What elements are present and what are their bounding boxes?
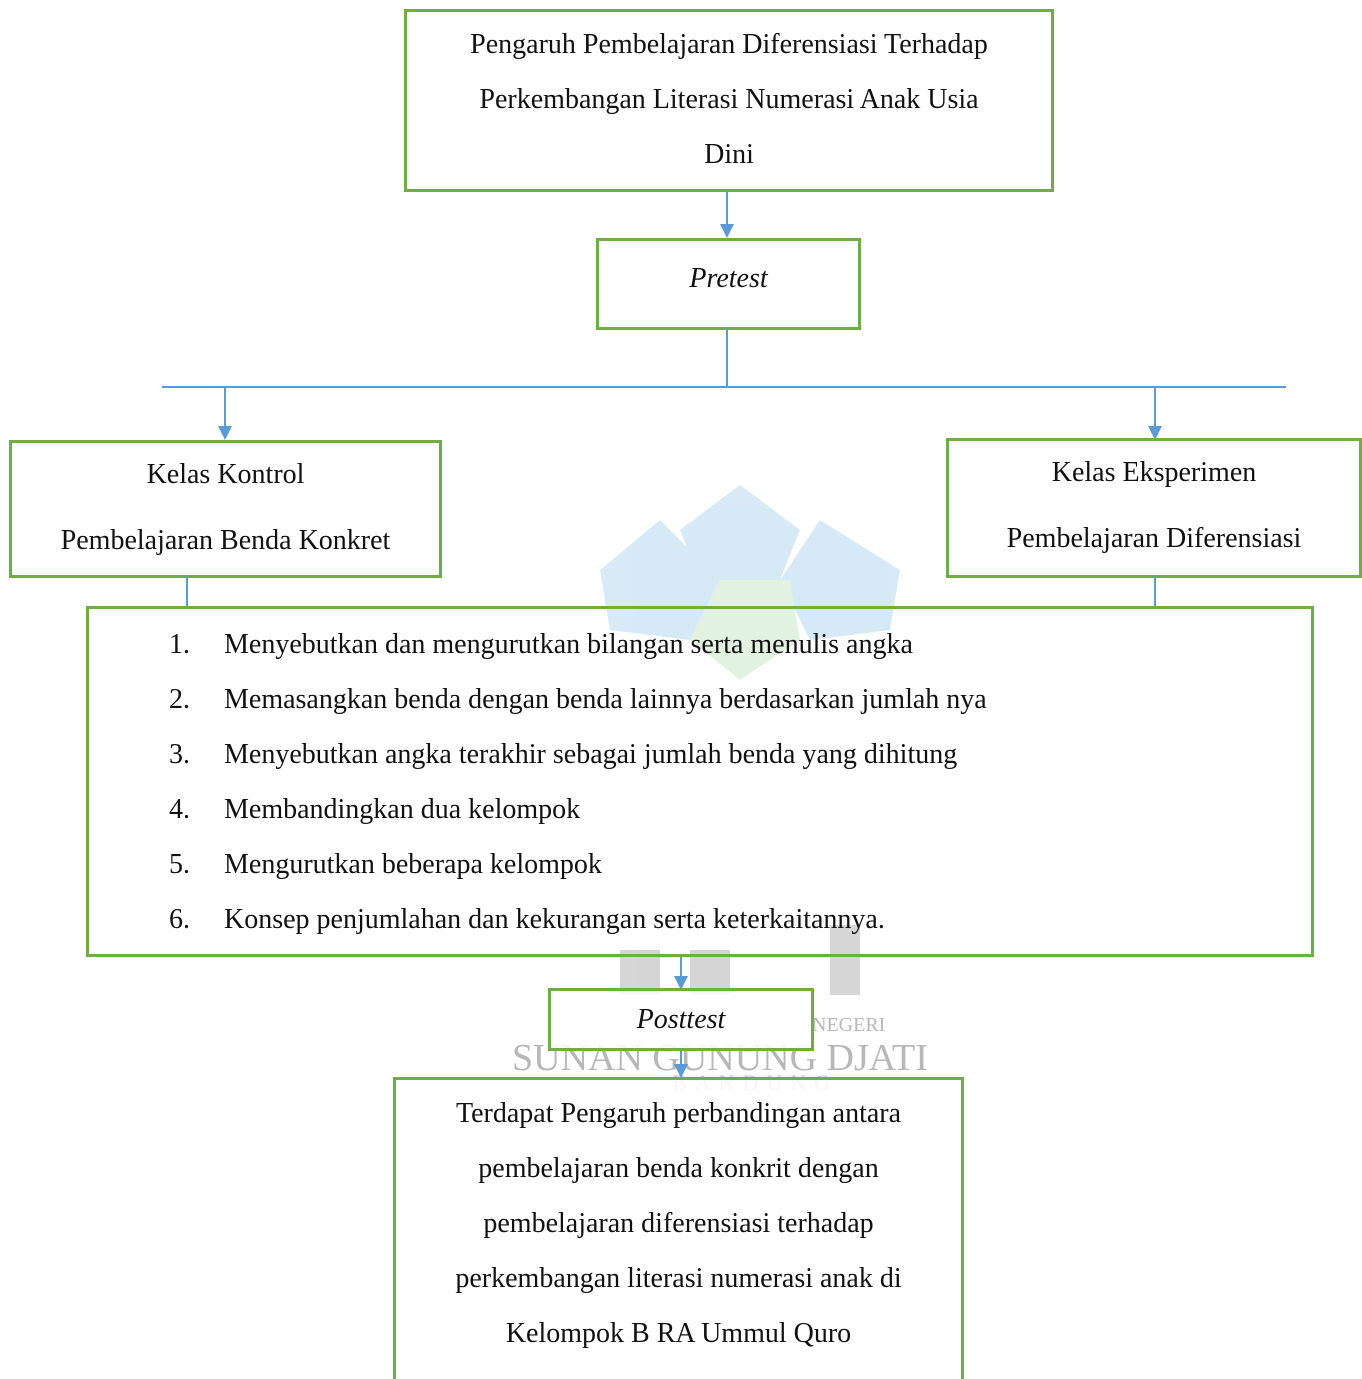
- connector-posttest-to-result: [680, 1051, 682, 1068]
- indicators-box: 1. Menyebutkan dan mengurutkan bilangan …: [86, 606, 1314, 957]
- connector-eksperimen-to-indicators: [1154, 577, 1156, 608]
- kelas-kontrol-box: Kelas Kontrol Pembelajaran Benda Konkret: [9, 440, 442, 578]
- list-item-number: 5.: [169, 849, 190, 880]
- watermark-text-negeri: NEGERI: [812, 1014, 885, 1036]
- list-item: 1. Menyebutkan dan mengurutkan bilangan …: [169, 617, 987, 672]
- kelas-kontrol-heading: Kelas Kontrol: [146, 459, 305, 490]
- list-item-number: 4.: [169, 794, 190, 825]
- connector-to-kontrol: [224, 386, 226, 428]
- list-item-text: Menyebutkan angka terakhir sebagai jumla…: [224, 739, 958, 770]
- arrowhead-to-posttest: [674, 976, 688, 990]
- list-item-text: Konsep penjumlahan dan kekurangan serta …: [224, 904, 885, 935]
- result-line-1: Terdapat Pengaruh perbandingan antara: [455, 1098, 902, 1129]
- kelas-eksperimen-method: Pembelajaran Diferensiasi: [1006, 523, 1302, 554]
- kelas-kontrol-method: Pembelajaran Benda Konkret: [60, 525, 391, 556]
- title-line-3: Dini: [704, 139, 754, 170]
- list-item: 2. Memasangkan benda dengan benda lainny…: [169, 672, 987, 727]
- list-item-text: Mengurutkan beberapa kelompok: [224, 849, 602, 880]
- arrowhead-to-eksperimen: [1148, 426, 1162, 440]
- kelas-eksperimen-heading: Kelas Eksperimen: [1051, 457, 1257, 488]
- result-line-5: Kelompok B RA Ummul Quro: [505, 1318, 852, 1349]
- list-item-number: 2.: [169, 684, 190, 715]
- list-item-text: Menyebutkan dan mengurutkan bilangan ser…: [224, 629, 913, 660]
- title-line-2: Perkembangan Literasi Numerasi Anak Usia: [479, 84, 979, 115]
- kelas-eksperimen-box: Kelas Eksperimen Pembelajaran Diferensia…: [946, 438, 1362, 578]
- list-item: 6. Konsep penjumlahan dan kekurangan ser…: [169, 892, 987, 947]
- list-item: 4. Membandingkan dua kelompok: [169, 782, 987, 837]
- title-box: Pengaruh Pembelajaran Diferensiasi Terha…: [404, 9, 1054, 192]
- list-item: 5. Mengurutkan beberapa kelompok: [169, 837, 987, 892]
- arrowhead-to-result: [674, 1064, 688, 1078]
- pretest-box: Pretest: [596, 238, 861, 330]
- result-line-2: pembelajaran benda konkrit dengan: [478, 1153, 879, 1184]
- arrowhead-to-pretest: [720, 224, 734, 238]
- list-item-number: 6.: [169, 904, 190, 935]
- connector-title-to-pretest: [726, 191, 728, 227]
- connector-horizontal-split: [162, 386, 1286, 388]
- posttest-label: Posttest: [636, 1004, 726, 1035]
- list-item-number: 3.: [169, 739, 190, 770]
- list-item-text: Memasangkan benda dengan benda lainnya b…: [224, 684, 987, 715]
- result-line-3: pembelajaran diferensiasi terhadap: [483, 1208, 874, 1239]
- connector-indicators-to-posttest: [680, 956, 682, 978]
- arrowhead-to-kontrol: [218, 426, 232, 440]
- list-item-text: Membandingkan dua kelompok: [224, 794, 581, 825]
- indicators-list: 1. Menyebutkan dan mengurutkan bilangan …: [169, 617, 987, 947]
- connector-to-eksperimen: [1154, 386, 1156, 428]
- list-item: 3. Menyebutkan angka terakhir sebagai ju…: [169, 727, 987, 782]
- list-item-number: 1.: [169, 629, 190, 660]
- title-line-1: Pengaruh Pembelajaran Diferensiasi Terha…: [470, 29, 988, 60]
- pretest-label: Pretest: [689, 263, 768, 294]
- result-box: Terdapat Pengaruh perbandingan antara pe…: [393, 1077, 964, 1379]
- posttest-box: Posttest: [548, 988, 814, 1051]
- result-line-4: perkembangan literasi numerasi anak di: [455, 1263, 902, 1294]
- connector-pretest-down: [726, 330, 728, 386]
- connector-kontrol-to-indicators: [186, 577, 188, 608]
